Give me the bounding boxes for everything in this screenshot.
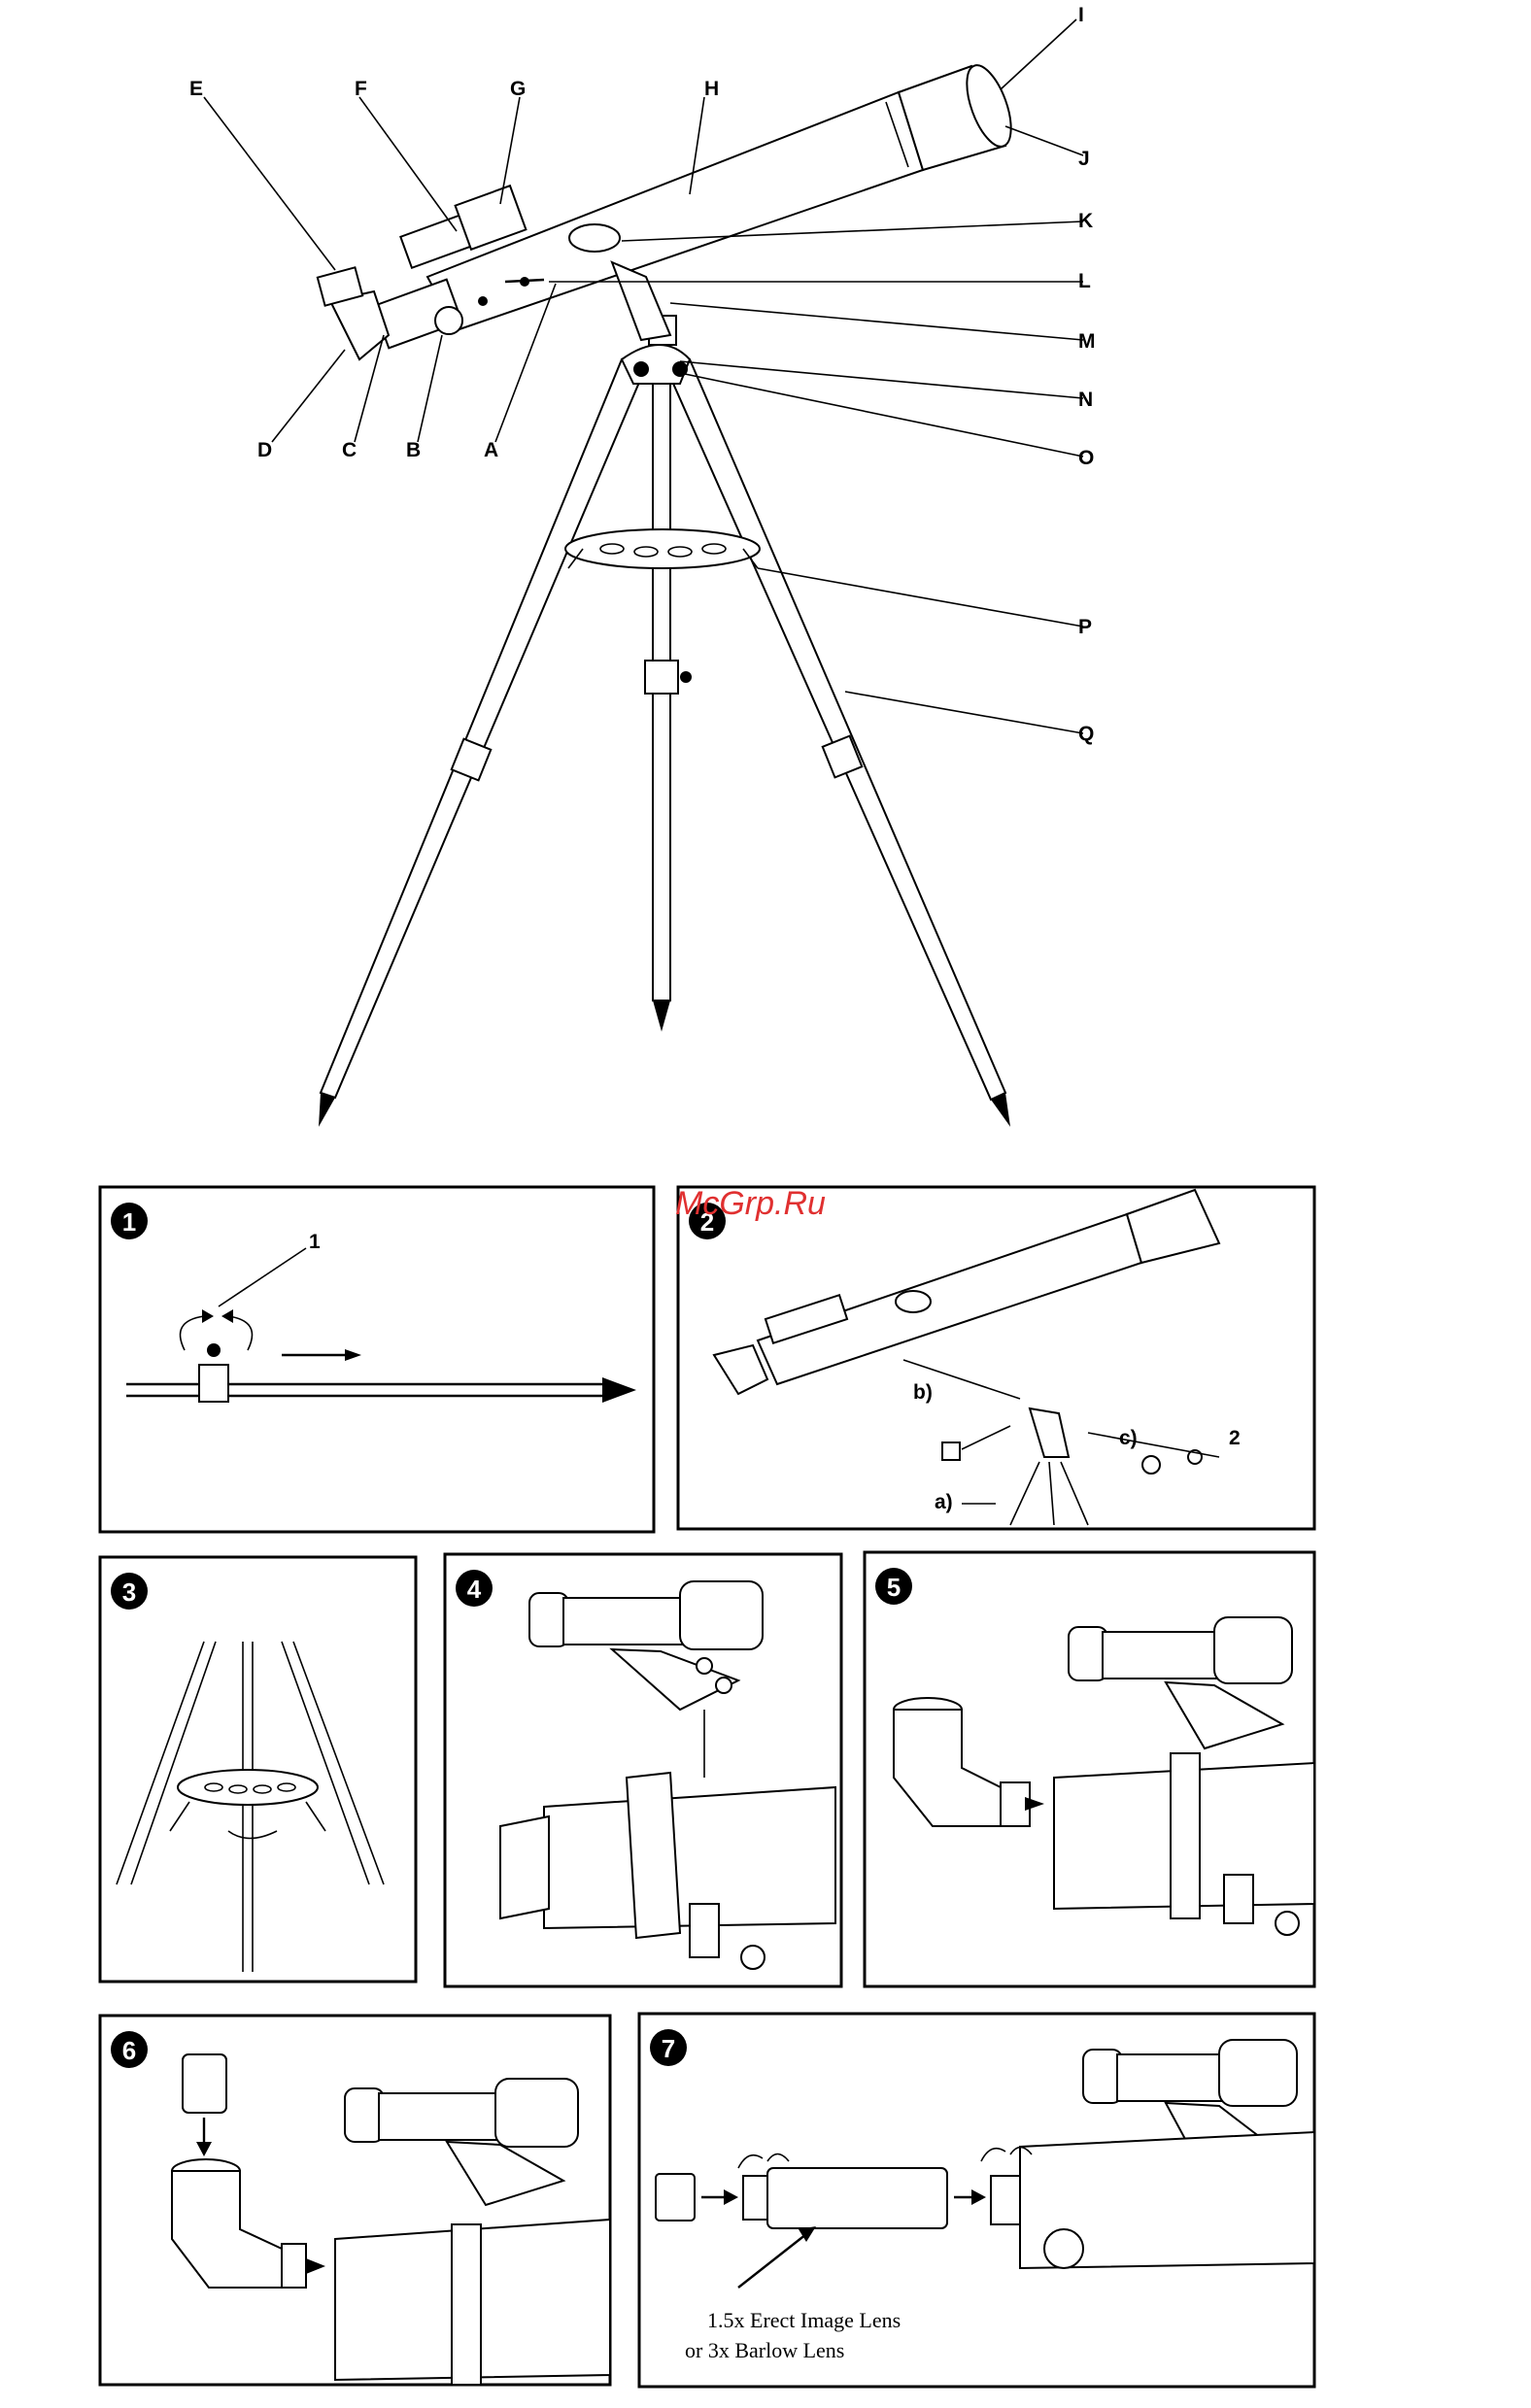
part-label-b: B [406,439,421,461]
part-label-c: C [342,439,357,461]
step-2-callout-a: a) [935,1491,953,1513]
step-number: 7 [662,2034,675,2063]
step-7-panel: 7 1.5x Erect Image Lens or 3x Barlow Len… [639,2014,1314,2387]
step-number: 3 [122,1577,136,1607]
step-2-callout-2: 2 [1229,1427,1241,1449]
part-label-e: E [189,78,203,100]
part-label-m: M [1078,330,1096,353]
part-label-g: G [510,78,526,100]
part-label-f: F [355,78,367,100]
step-1-panel: 1 1 [100,1187,654,1532]
part-label-p: P [1078,616,1092,638]
watermark: McGrp.Ru [675,1185,826,1222]
tripod [319,316,1010,1127]
step-7-caption-line2: or 3x Barlow Lens [685,2338,844,2362]
optical-tube [318,59,1020,359]
step-3-panel: 3 [100,1557,416,1982]
part-label-k: K [1078,210,1093,232]
part-label-q: Q [1078,723,1094,745]
step-6-panel: 6 [100,2016,610,2385]
step-number: 5 [887,1573,901,1602]
step-number: 4 [467,1575,482,1604]
part-label-n: N [1078,389,1093,411]
part-label-o: O [1078,447,1094,469]
step-4-panel: 4 [445,1554,841,1986]
step-2-callout-b: b) [913,1381,933,1404]
step-number: 6 [122,2036,136,2065]
part-label-h: H [704,78,719,100]
step-number: 1 [122,1207,136,1237]
step-2-callout-c: c) [1119,1427,1138,1449]
part-label-a: A [484,439,498,461]
part-label-d: D [257,439,272,461]
step-2-panel: 2 b) c) 2 a) McGrp.Ru [675,1185,1314,1529]
step-5-panel: 5 [865,1552,1314,1986]
step-1-callout-1: 1 [309,1231,321,1253]
part-label-i: I [1078,4,1084,26]
main-telescope-figure: A B C D E F G H I J K L M N O P Q [189,4,1096,1127]
part-label-j: J [1078,148,1090,170]
part-label-l: L [1078,270,1091,292]
step-7-caption-line1: 1.5x Erect Image Lens [707,2308,901,2332]
